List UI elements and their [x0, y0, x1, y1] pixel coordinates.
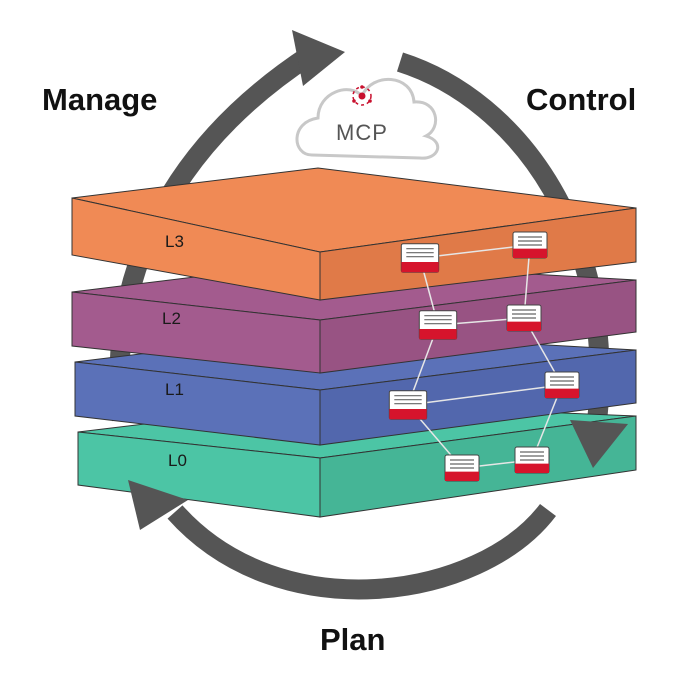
control-label: Control [526, 82, 636, 117]
cycle-arrows-front [128, 420, 628, 600]
router-card-icon [544, 371, 580, 399]
mcp-cloud: MCP [295, 78, 440, 160]
router-card-icon [506, 304, 542, 332]
plan-label: Plan [320, 622, 385, 657]
layer-l3-label: L3 [165, 232, 184, 251]
mcp-label: MCP [336, 120, 388, 145]
gear-cycle-icon [352, 85, 372, 106]
cloud-shape [295, 78, 440, 160]
manage-label: Manage [42, 82, 157, 117]
router-card-icon [418, 310, 458, 340]
router-nodes [388, 231, 580, 482]
manage-arrowhead [292, 30, 345, 86]
connection-line [407, 384, 563, 406]
router-card-icon [400, 243, 440, 273]
router-card-icon [512, 231, 548, 259]
control-arrowhead [570, 420, 628, 468]
router-card-icon [388, 390, 428, 420]
layer-l0-label: L0 [168, 451, 187, 470]
router-card-icon [444, 454, 480, 482]
layer-stack: L0 L1 L2 L3 [71, 167, 637, 518]
layer-l3-side [319, 207, 637, 301]
layer-l3: L3 [71, 167, 637, 301]
layer-l1-label: L1 [165, 380, 184, 399]
router-card-icon [514, 446, 550, 474]
layer-l2-label: L2 [162, 309, 181, 328]
plan-arc [167, 503, 556, 600]
layer-l2-side [319, 279, 637, 374]
plan-arrowhead [128, 480, 188, 530]
